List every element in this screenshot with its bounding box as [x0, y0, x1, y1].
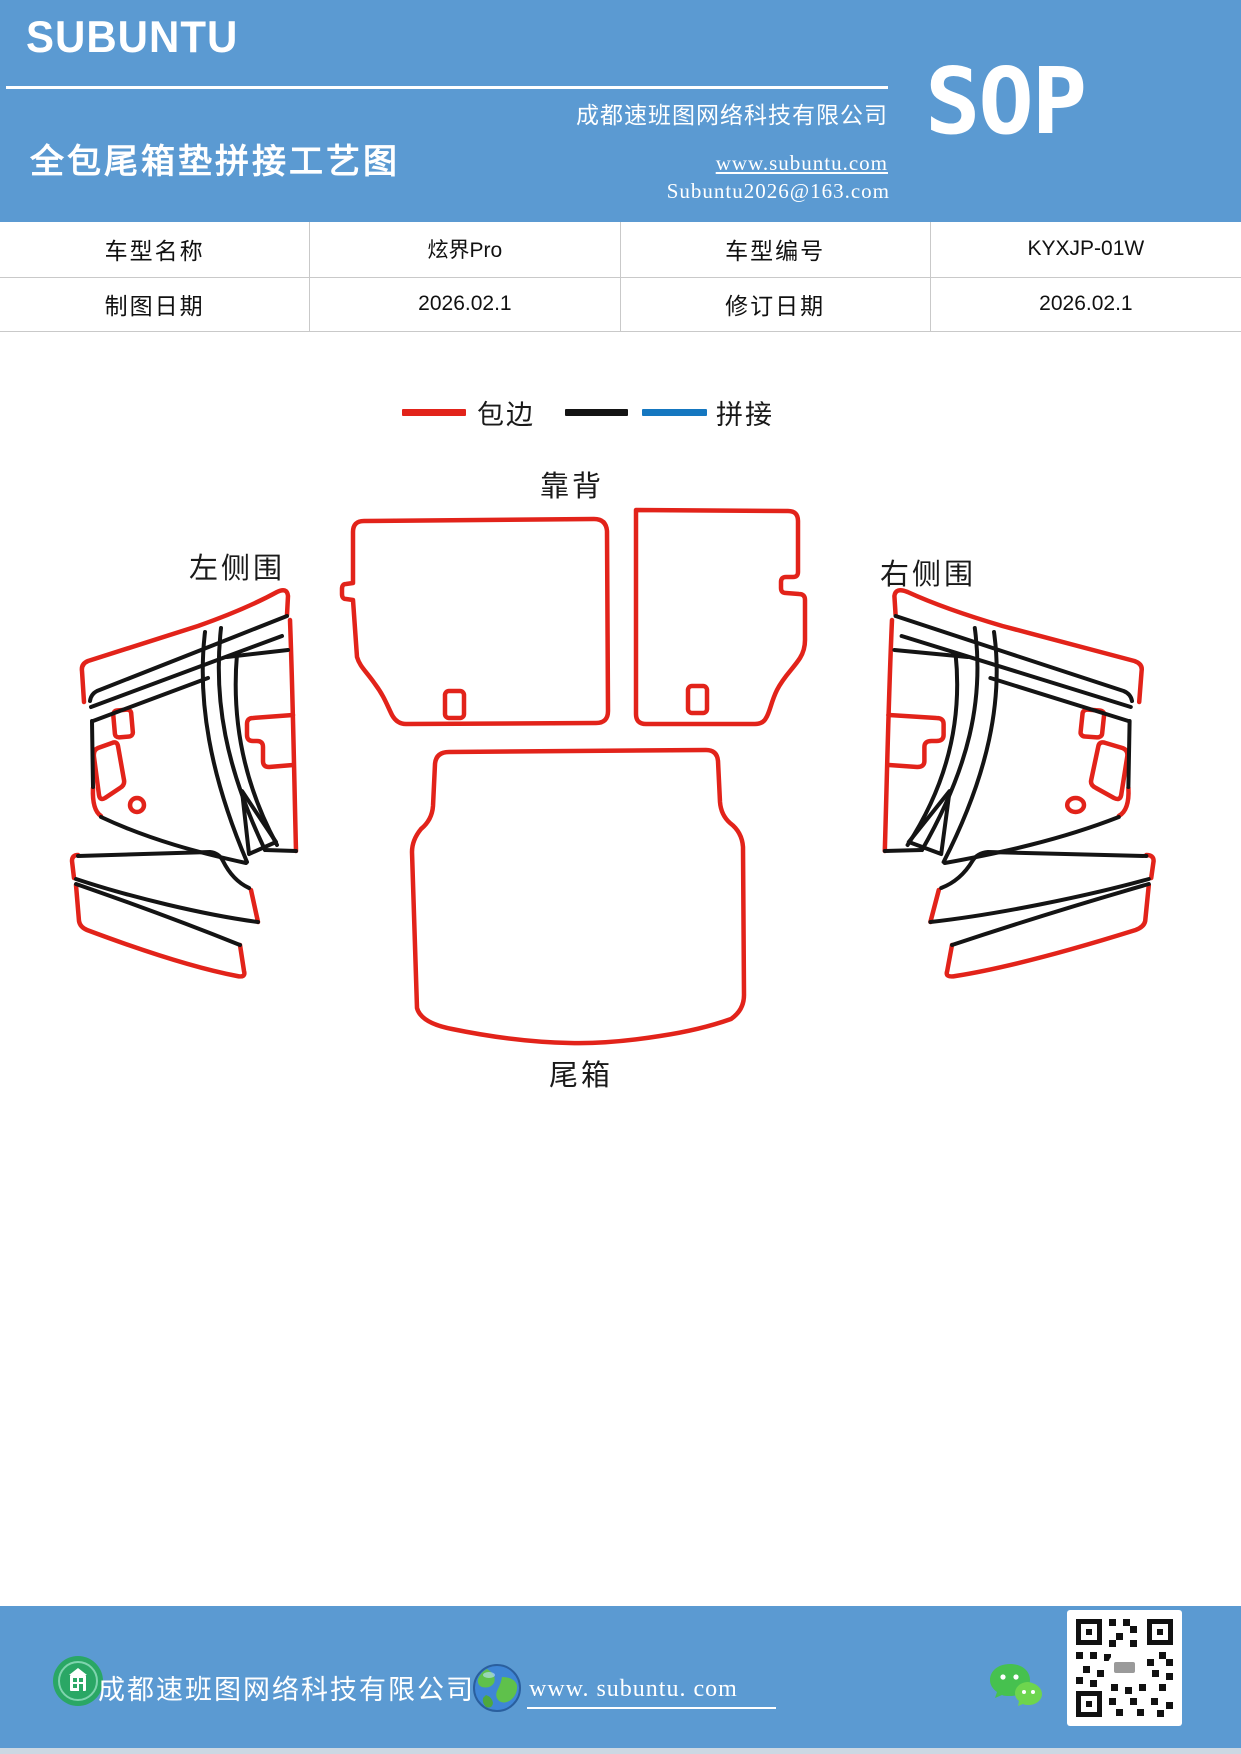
table-cell-model-value: 炫界Pro	[310, 222, 621, 277]
footer-bottom-strip	[0, 1748, 1241, 1754]
legend-edge-line	[402, 409, 466, 416]
vehicle-info-table: 车型名称 炫界Pro 车型编号 KYXJP-01W 制图日期 2026.02.1…	[0, 222, 1241, 332]
label-left-side: 左侧围	[189, 553, 286, 585]
label-backrest: 靠背	[540, 471, 605, 503]
globe-icon	[473, 1664, 521, 1712]
label-trunk: 尾箱	[549, 1060, 614, 1092]
label-right-side: 右侧围	[880, 559, 977, 591]
table-cell-drawdate-label: 制图日期	[0, 276, 311, 331]
backrest-right-piece	[633, 507, 808, 727]
page-footer	[0, 1606, 1241, 1748]
page-title: 全包尾箱垫拼接工艺图	[30, 143, 400, 181]
table-cell-code-value: KYXJP-01W	[1027, 237, 1145, 261]
table-cell-code-label: 车型编号	[621, 222, 931, 277]
backrest-left-piece	[339, 516, 611, 727]
footer-website-link[interactable]: www. subuntu. com	[527, 1676, 776, 1709]
legend-splice-label: 拼接	[716, 400, 774, 430]
wechat-icon	[990, 1664, 1042, 1706]
qr-code	[1067, 1610, 1182, 1726]
sop-badge: SOP	[925, 48, 1087, 155]
legend-splice-black-line	[565, 409, 628, 416]
table-cell-model-label: 车型名称	[0, 222, 311, 277]
table-cell-drawdate-value: 2026.02.1	[310, 276, 621, 331]
brand-logo: SUBUNTU	[26, 12, 239, 62]
header-company-name: 成都速班图网络科技有限公司	[576, 102, 888, 128]
building-icon	[53, 1656, 103, 1706]
header-divider	[6, 86, 888, 89]
right-side-cluster	[885, 590, 1154, 976]
header-website-link[interactable]: www.subuntu.com	[715, 151, 888, 175]
header-email: Subuntu2026@163.com	[666, 179, 890, 203]
footer-company-name: 成都速班图网络科技有限公司	[98, 1675, 475, 1705]
trunk-piece	[409, 747, 747, 1046]
table-cell-revdate-value: 2026.02.1	[930, 276, 1241, 332]
page-header: SUBUNTU 成都速班图网络科技有限公司 全包尾箱垫拼接工艺图 www.sub…	[0, 0, 1241, 222]
table-cell-revdate-label: 修订日期	[620, 276, 931, 331]
legend-splice-blue-line	[642, 409, 707, 416]
left-side-cluster	[72, 590, 296, 976]
legend-edge-label: 包边	[477, 400, 535, 430]
